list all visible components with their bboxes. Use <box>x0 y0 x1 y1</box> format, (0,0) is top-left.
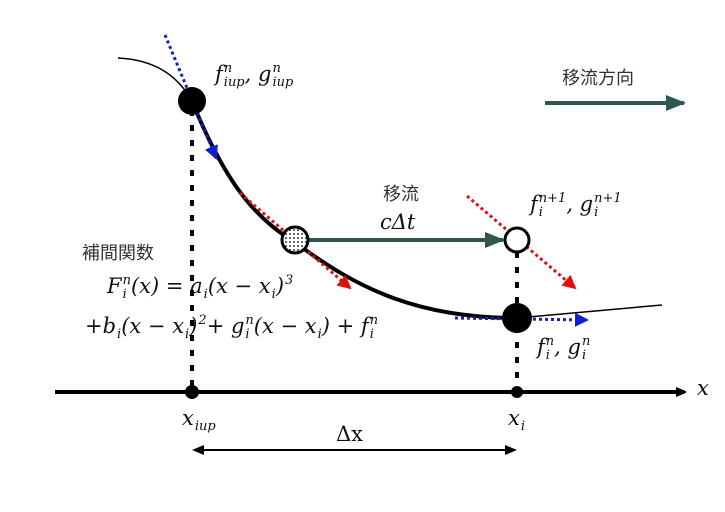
advection-direction-label: 移流方向 <box>562 68 634 89</box>
math-text: , g <box>566 192 594 217</box>
math-text: ) + f <box>321 314 369 339</box>
subscript: iup <box>272 74 294 90</box>
subscript: i <box>520 418 526 434</box>
advection-label: 移流 <box>383 184 419 205</box>
interpolation-function-label: 補間関数 <box>82 243 154 264</box>
departure-point <box>280 225 310 255</box>
subscript: i <box>245 326 250 342</box>
math-segment: ) 3 <box>276 274 293 301</box>
superscript: n <box>581 334 591 349</box>
superscript: 3 <box>285 273 294 288</box>
subscript: i <box>594 204 599 220</box>
superscript: n+1 <box>594 191 622 206</box>
superscript: n <box>369 313 379 328</box>
subscript: iup <box>194 418 216 434</box>
math-text: f <box>215 62 223 87</box>
subscript: i <box>369 326 374 342</box>
math-text: (x) = a <box>130 274 203 299</box>
new-value-point <box>503 226 531 254</box>
math-text: f <box>530 192 538 217</box>
superscript: n+1 <box>538 191 567 206</box>
math-text: , g <box>244 62 272 87</box>
profile-curve-right <box>516 304 663 319</box>
superscript: n <box>223 61 233 76</box>
superscript: n <box>545 334 555 349</box>
superscript <box>521 406 525 420</box>
subscript: iup <box>223 74 245 90</box>
dx-label: Δx <box>336 422 364 446</box>
subscript: i <box>117 326 122 342</box>
math-segment: ) 2 <box>189 314 206 341</box>
subscript: i <box>545 347 550 363</box>
math-text: f <box>537 335 545 360</box>
x-axis-label: x <box>697 376 709 400</box>
subscript: i <box>538 204 543 220</box>
math-text: x <box>508 406 520 431</box>
math-text: F <box>107 274 122 299</box>
axis-point-xiup <box>185 385 199 399</box>
subscript: i <box>185 326 190 342</box>
math-text: +b <box>85 314 117 339</box>
subscript: i <box>122 286 127 302</box>
superscript: n <box>122 273 131 288</box>
superscript: n <box>245 313 254 328</box>
upwind-point <box>178 87 206 115</box>
superscript: n <box>272 61 281 76</box>
math-text: (x − x <box>121 314 185 339</box>
math-text: , g <box>554 335 581 360</box>
math-text: (x − x <box>253 314 317 339</box>
math-text: ) <box>189 314 198 339</box>
subscript: i <box>203 286 208 302</box>
superscript <box>195 406 216 420</box>
math-text: (x − x <box>207 274 271 299</box>
math-text: x <box>182 406 194 431</box>
subscript <box>285 288 293 302</box>
advection-amount: cΔt <box>380 210 416 234</box>
subscript: i <box>581 347 587 363</box>
subscript: i <box>271 286 276 302</box>
math-text: + g <box>206 314 245 339</box>
subscript: i <box>317 326 322 342</box>
superscript: 2 <box>198 313 207 328</box>
subscript <box>198 328 206 342</box>
axis-point-xi <box>511 386 523 398</box>
math-text: ) <box>275 274 285 299</box>
current-point <box>502 303 532 333</box>
